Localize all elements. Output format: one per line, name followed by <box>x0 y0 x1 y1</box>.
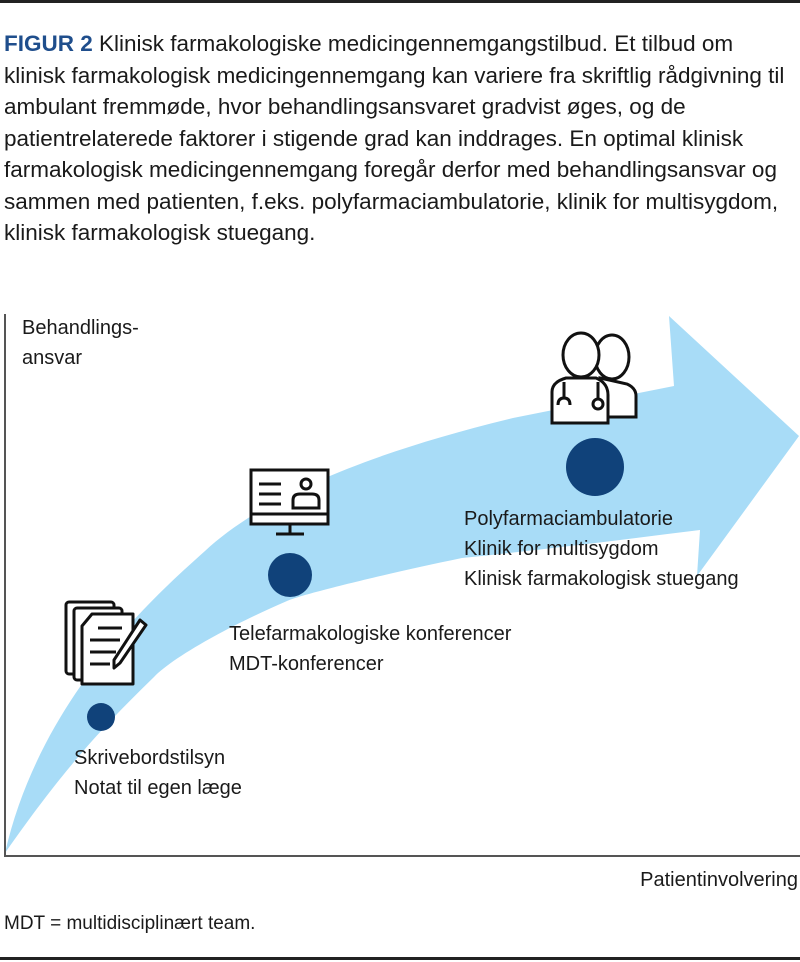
stage-3-label: Polyfarmaciambulatorie Klinik for multis… <box>464 504 739 594</box>
stage-2-label: Telefarmakologiske konferencer MDT-konfe… <box>229 619 511 679</box>
y-axis-label: Behandlings- ansvar <box>22 313 139 373</box>
stage-dot-2 <box>268 553 312 597</box>
doctors-icon <box>550 331 638 425</box>
figure-caption: FIGUR 2 Klinisk farmakologiske medicinge… <box>4 28 796 249</box>
stage-dot-3 <box>566 438 624 496</box>
x-axis-label: Patientinvolvering <box>640 869 798 891</box>
stage-line: Klinisk farmakologisk stuegang <box>464 568 739 590</box>
y-axis-label-line: Behandlings- <box>22 317 139 339</box>
stage-line: Polyfarmaciambulatorie <box>464 508 673 530</box>
stage-line: MDT-konferencer <box>229 653 384 675</box>
stage-line: Notat til egen læge <box>74 777 242 799</box>
top-rule <box>0 0 800 3</box>
diagram <box>4 314 800 857</box>
stage-line: Klinik for multisygdom <box>464 538 659 560</box>
caption-text: Klinisk farmakologiske medicingennemgang… <box>4 31 785 245</box>
stage-line: Telefarmakologiske konferencer <box>229 623 512 645</box>
stage-line: Skrivebordstilsyn <box>74 747 226 769</box>
documents-pen-icon <box>64 600 148 686</box>
bottom-rule <box>0 957 800 960</box>
monitor-user-icon <box>249 468 330 536</box>
stage-1-label: Skrivebordstilsyn Notat til egen læge <box>74 743 242 803</box>
footnote: MDT = multidisciplinært team. <box>4 913 256 934</box>
y-axis-label-line: ansvar <box>22 347 83 369</box>
stage-dot-1 <box>87 703 115 731</box>
figure-label: FIGUR 2 <box>4 31 93 56</box>
